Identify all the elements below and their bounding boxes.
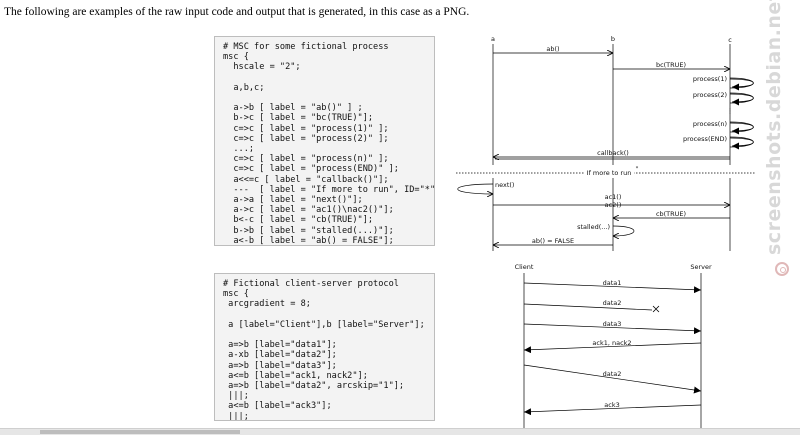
entity-a: a — [491, 35, 495, 43]
ellipsis-dots: ⋮ — [727, 107, 734, 115]
horizontal-scrollbar[interactable] — [0, 428, 800, 435]
svg-text:process(END): process(END) — [683, 135, 727, 143]
label-data3: data3 — [603, 320, 622, 328]
self-arc-stalled — [613, 225, 635, 236]
label-ab-false: ab() = FALSE — [532, 237, 574, 245]
watermark-logo-icon — [775, 262, 789, 276]
msc-diagram-process: a b c ab() bc(TRUE) process(1) process(2… — [456, 35, 756, 251]
label-ack3: ack3 — [604, 401, 619, 409]
label-callback: callback() — [597, 149, 629, 157]
label-stalled: stalled(...) — [577, 223, 610, 231]
label-ack1-nack2: ack1, nack2 — [592, 339, 631, 347]
label-cb: cb(TRUE) — [656, 210, 686, 218]
lost-message-x-icon — [652, 305, 660, 313]
entity-client: Client — [515, 263, 534, 271]
svg-text:process(1): process(1) — [693, 75, 727, 83]
scrollbar-thumb[interactable] — [40, 430, 240, 434]
label-data2-skip: data2 — [603, 370, 622, 378]
self-arc-process-end: process(END) — [683, 135, 754, 150]
svg-text:process(n): process(n) — [693, 120, 727, 128]
label-ac2: ac2() — [605, 201, 622, 209]
msc-code-block-client-server: # Fictional client-server protocol msc {… — [214, 273, 435, 421]
label-ab: ab() — [546, 45, 559, 53]
entity-c: c — [728, 36, 732, 44]
self-arc-next — [457, 183, 493, 194]
label-data2-lost: data2 — [603, 299, 622, 307]
label-divider: If more to run — [587, 169, 632, 177]
intro-text: The following are examples of the raw in… — [4, 6, 470, 18]
label-data1: data1 — [603, 279, 622, 287]
label-next: next() — [495, 181, 514, 189]
label-bc: bc(TRUE) — [656, 61, 686, 69]
self-arc-process-2: process(2) — [693, 91, 754, 106]
label-divider-id: * — [636, 166, 639, 172]
self-arc-process-1: process(1) — [693, 75, 754, 91]
msc-diagram-client-server: Client Server data1 data2 data3 ack1, na… — [515, 263, 712, 429]
label-ac1: ac1() — [605, 193, 622, 201]
entity-server: Server — [690, 263, 712, 271]
msc-code-block-process: # MSC for some fictional process msc { h… — [214, 36, 435, 246]
self-arc-process-n: process(n) — [693, 120, 754, 135]
entity-b: b — [611, 35, 615, 43]
svg-text:process(2): process(2) — [693, 91, 727, 99]
